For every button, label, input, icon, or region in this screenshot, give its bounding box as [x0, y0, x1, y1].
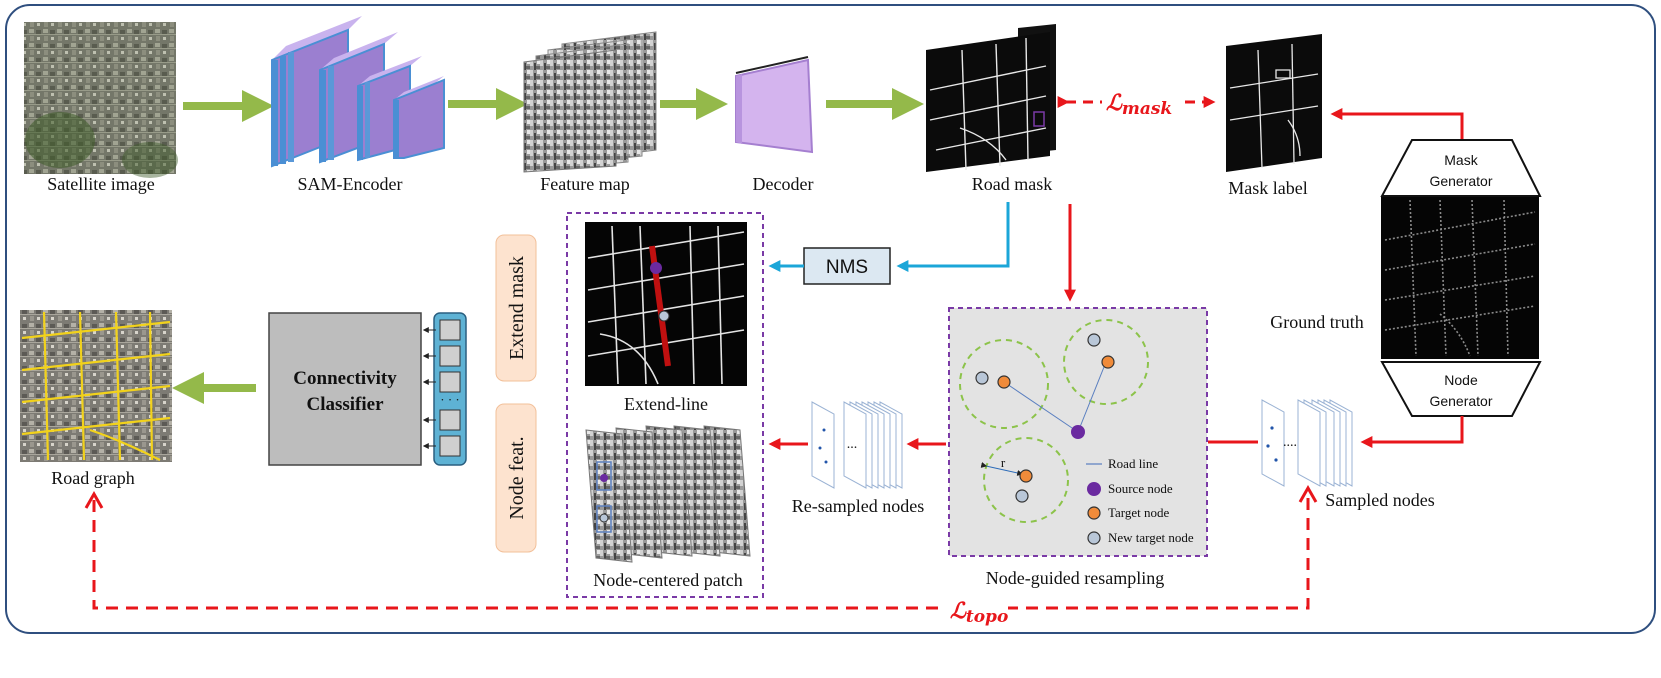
satellite-image-label: Satellite image: [47, 174, 154, 194]
target-node-3: [1019, 469, 1033, 483]
loss-topo-arrowhead-right: [1298, 484, 1318, 503]
mask-label-image: [1226, 34, 1322, 172]
extend-source-node: [650, 262, 662, 274]
resampled-nodes-stack: [811, 401, 903, 489]
ground-truth-label: Ground truth: [1270, 312, 1364, 332]
sampled-stack-dots: ....: [1283, 435, 1297, 450]
extend-target-node: [658, 310, 670, 322]
satellite-image: [24, 22, 178, 178]
nms-label: NMS: [826, 257, 868, 278]
radius-arrow: [980, 462, 1024, 476]
node-centered-patch-stack: [585, 425, 751, 563]
connectivity-classifier: [268, 312, 422, 466]
classifier-label-line2: Classifier: [306, 394, 384, 415]
mask-label-text: Mask label: [1228, 178, 1307, 198]
node-feat-tag: [495, 403, 537, 553]
outer-frame: [5, 4, 1656, 634]
arrow-generator-to-sampled: [1360, 416, 1464, 448]
extend-mask-label: Extend mask: [506, 256, 528, 360]
legend-target-node: Target node: [1108, 505, 1170, 520]
road-mask-label: Road mask: [972, 174, 1053, 194]
legend-source-node: Source node: [1108, 481, 1173, 496]
road-mask-stack: [926, 24, 1056, 172]
node-generator: [1380, 361, 1542, 417]
loss-topo-arrowhead-left: [84, 490, 104, 509]
encoder-stage-4: [393, 76, 445, 159]
arrow-mask-to-nms: [896, 202, 1010, 272]
sampled-nodes-label: Sampled nodes: [1325, 490, 1435, 510]
loss-topo-bg: [946, 592, 1008, 624]
legend-new-target-node: New target node: [1108, 530, 1194, 545]
extend-line-label: Extend-line: [624, 394, 708, 414]
resampled-stack-dots: ...: [847, 437, 858, 452]
new-target-node-2: [1087, 333, 1101, 347]
loss-mask-bg: [1102, 88, 1178, 116]
feature-map-label: Feature map: [540, 174, 629, 194]
mask-generator-line2: Generator: [1429, 173, 1492, 189]
legend-new-target-swatch: [1087, 531, 1101, 545]
sampled-nodes-stack: [1261, 399, 1353, 487]
radius-label: r: [1001, 455, 1006, 470]
resampling-legend: [1086, 463, 1102, 545]
re-sampled-nodes-label: Re-sampled nodes: [792, 496, 924, 516]
loss-topo-subscript: topo: [966, 607, 1008, 627]
source-node: [1071, 425, 1085, 439]
arrow-generator-to-mask-label: [1330, 108, 1464, 140]
legend-target-swatch: [1087, 506, 1101, 520]
node-generator-line2: Generator: [1429, 393, 1492, 409]
nms-box: [803, 247, 891, 285]
sam-encoder-label: SAM-Encoder: [298, 174, 403, 194]
node-generator-line1: Node: [1444, 372, 1478, 388]
node-guided-resampling-label: Node-guided resampling: [986, 568, 1164, 588]
target-node-1: [997, 375, 1011, 389]
mask-generator: [1380, 139, 1542, 197]
mask-generator-line1: Mask: [1444, 152, 1478, 168]
node-centered-patch-label: Node-centered patch: [593, 570, 742, 590]
legend-source-swatch: [1087, 482, 1101, 496]
extend-mask-tag: [495, 234, 537, 382]
sam-encoder-block: [271, 16, 445, 168]
decoder-label: Decoder: [753, 174, 814, 194]
road-graph-image: [20, 310, 172, 462]
decoder-shape: [735, 56, 814, 154]
loss-topo-label: ℒtopo: [950, 598, 1008, 627]
loss-mask-label: ℒmask: [1106, 90, 1172, 119]
node-feat-label: Node feat.: [506, 436, 528, 519]
legend-road-line: Road line: [1108, 456, 1158, 471]
extend-line-image: [585, 222, 747, 386]
feature-map-stack: [523, 31, 657, 173]
ground-truth-image: [1381, 197, 1539, 359]
new-target-node-3: [1015, 489, 1029, 503]
target-node-2: [1101, 355, 1115, 369]
classifier-dots: · · ·: [440, 392, 460, 407]
classifier-label-line1: Connectivity: [293, 368, 397, 389]
feature-vector-bar: [422, 312, 467, 466]
road-graph-label: Road graph: [51, 468, 134, 488]
loss-mask-subscript: mask: [1122, 99, 1172, 119]
extend-patch-box: [566, 212, 764, 598]
new-target-node-1: [975, 371, 989, 385]
resampling-content: [959, 319, 1149, 523]
